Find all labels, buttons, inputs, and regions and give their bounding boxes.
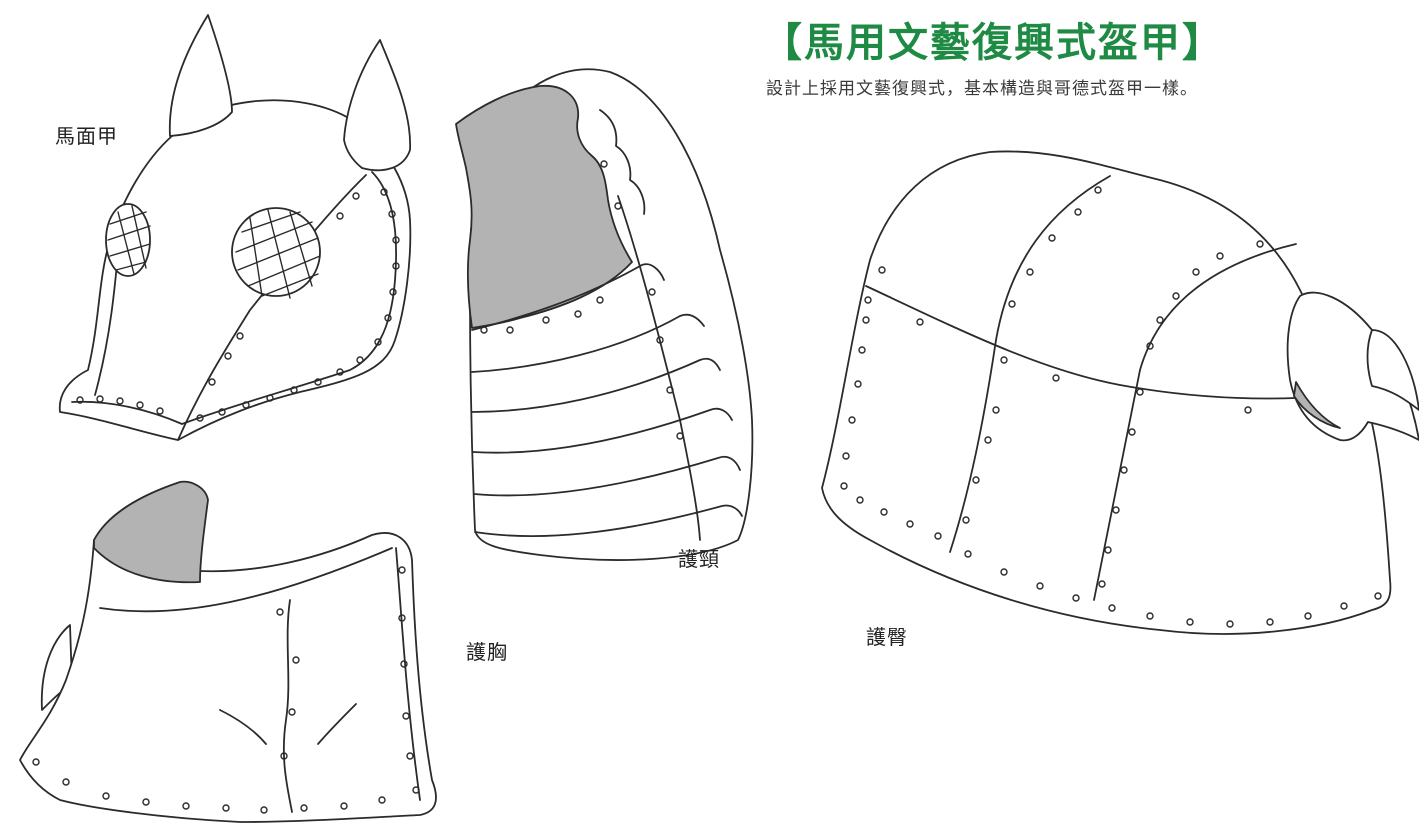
peytral-center-seam xyxy=(284,600,292,812)
crupper-seam-right xyxy=(1094,244,1296,600)
right-ear-guard xyxy=(344,40,410,170)
label-rump-armor: 護臀 xyxy=(866,625,908,649)
chest-armor xyxy=(20,482,436,822)
crinet-lame-2 xyxy=(472,315,704,372)
crupper-tail-opening xyxy=(1294,382,1340,428)
crinet-lame-4 xyxy=(473,409,732,453)
right-eye-mesh xyxy=(236,210,320,298)
crinet-lame-3 xyxy=(472,359,720,412)
label-chest-armor: 護胸 xyxy=(466,640,508,664)
crinet-center-seam xyxy=(618,196,700,540)
crinet-lame-1 xyxy=(472,264,664,330)
diagram-title: 【馬用文藝復興式盔甲】 xyxy=(762,20,1224,66)
peytral-left-boss xyxy=(220,710,266,744)
chanfron-center-seam xyxy=(178,175,366,440)
crinet-lame-top-scallops xyxy=(600,110,644,214)
peytral-rivets xyxy=(33,567,419,813)
crinet-rivets xyxy=(481,161,683,439)
crinet-lame-6 xyxy=(475,505,742,536)
crupper-rivets xyxy=(841,187,1381,627)
crupper-seam-left xyxy=(950,176,1110,552)
right-eye-grille xyxy=(232,208,320,296)
rump-armor xyxy=(822,151,1419,634)
peytral-right-boss xyxy=(318,704,356,744)
peytral-plate xyxy=(20,533,436,822)
label-face-armor: 馬面甲 xyxy=(55,124,118,148)
peytral-top-rim xyxy=(100,548,392,611)
peytral-right-edge xyxy=(396,548,420,800)
peytral-inner-lining xyxy=(94,482,208,583)
horse-face-armor xyxy=(60,15,411,440)
left-eye-mesh xyxy=(108,206,150,274)
left-ear-guard xyxy=(170,15,232,136)
crupper-tail-ring xyxy=(1368,330,1419,410)
label-neck-armor: 護頸 xyxy=(678,547,720,571)
crinet-inner-lining xyxy=(456,86,632,328)
neck-armor xyxy=(456,69,752,560)
crupper-horizontal-seam xyxy=(866,286,1296,398)
chanfron-rivets xyxy=(77,189,399,421)
left-eye-grille xyxy=(106,204,150,276)
crinet-lame-5 xyxy=(474,457,740,496)
diagram-subtitle: 設計上採用文藝復興式，基本構造與哥德式盔甲一樣。 xyxy=(766,79,1198,99)
